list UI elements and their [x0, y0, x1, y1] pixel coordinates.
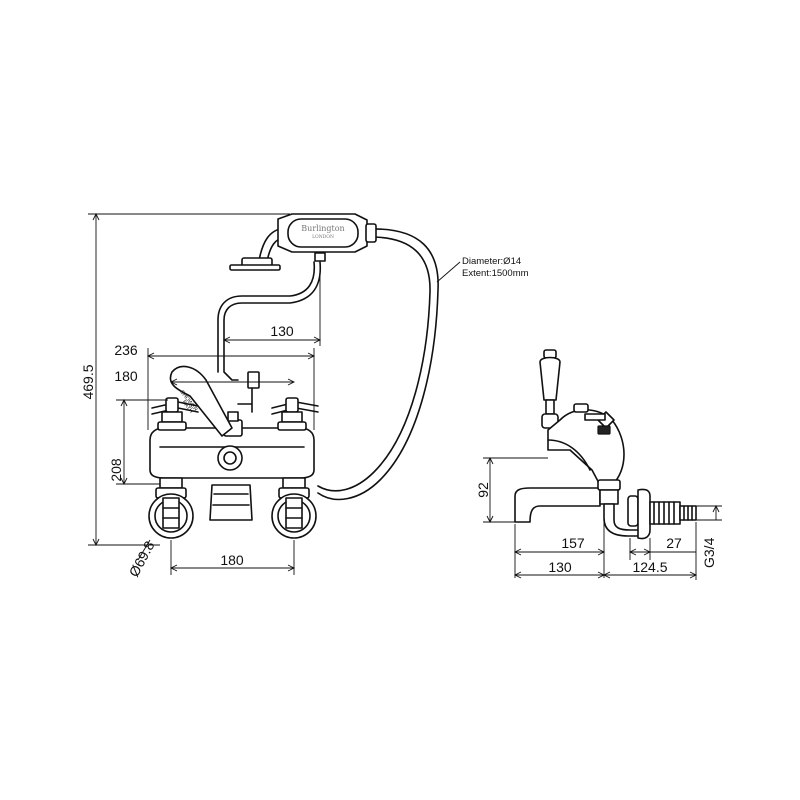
- side-spout: [514, 487, 601, 523]
- dim-157: 157: [561, 535, 585, 551]
- side-dimensions: 92 157 130 124.5 27 G3/4: [475, 456, 722, 580]
- right-tap: [271, 397, 319, 431]
- left-tap: [151, 397, 199, 431]
- dim-width-236: 236: [114, 342, 138, 358]
- bath-spout: [209, 484, 253, 521]
- dim-height-92: 92: [475, 482, 491, 498]
- front-view: Burlington LONDON SHOWER BATH: [80, 212, 529, 579]
- side-lever: [539, 349, 561, 429]
- handset-arm: [223, 261, 322, 381]
- shower-handset: Burlington LONDON: [229, 213, 377, 271]
- left-leg: [148, 477, 194, 539]
- dim-130: 130: [548, 559, 572, 575]
- dim-thread: G3/4: [701, 537, 717, 568]
- dim-height-208: 208: [108, 458, 124, 482]
- side-view: 92 157 130 124.5 27 G3/4: [475, 349, 722, 580]
- dim-27: 27: [666, 535, 682, 551]
- hose-diameter-note: Diameter:Ø14: [462, 256, 521, 267]
- dim-width-180-top: 180: [114, 368, 138, 384]
- brand-logo-name: Burlington: [301, 224, 344, 233]
- dim-handset-130: 130: [270, 323, 294, 339]
- dim-124-5: 124.5: [632, 559, 667, 575]
- shower-hose-inner: [317, 236, 431, 492]
- shower-hose: [317, 228, 439, 501]
- hose-extent-note: Extent:1500mm: [462, 268, 529, 279]
- right-leg: [271, 477, 317, 539]
- brand-logo-sub: LONDON: [312, 234, 334, 240]
- dim-height-total: 469.5: [80, 364, 96, 399]
- dim-width-180-bottom: 180: [220, 552, 244, 568]
- dim-diameter: Ø69.8: [126, 538, 158, 579]
